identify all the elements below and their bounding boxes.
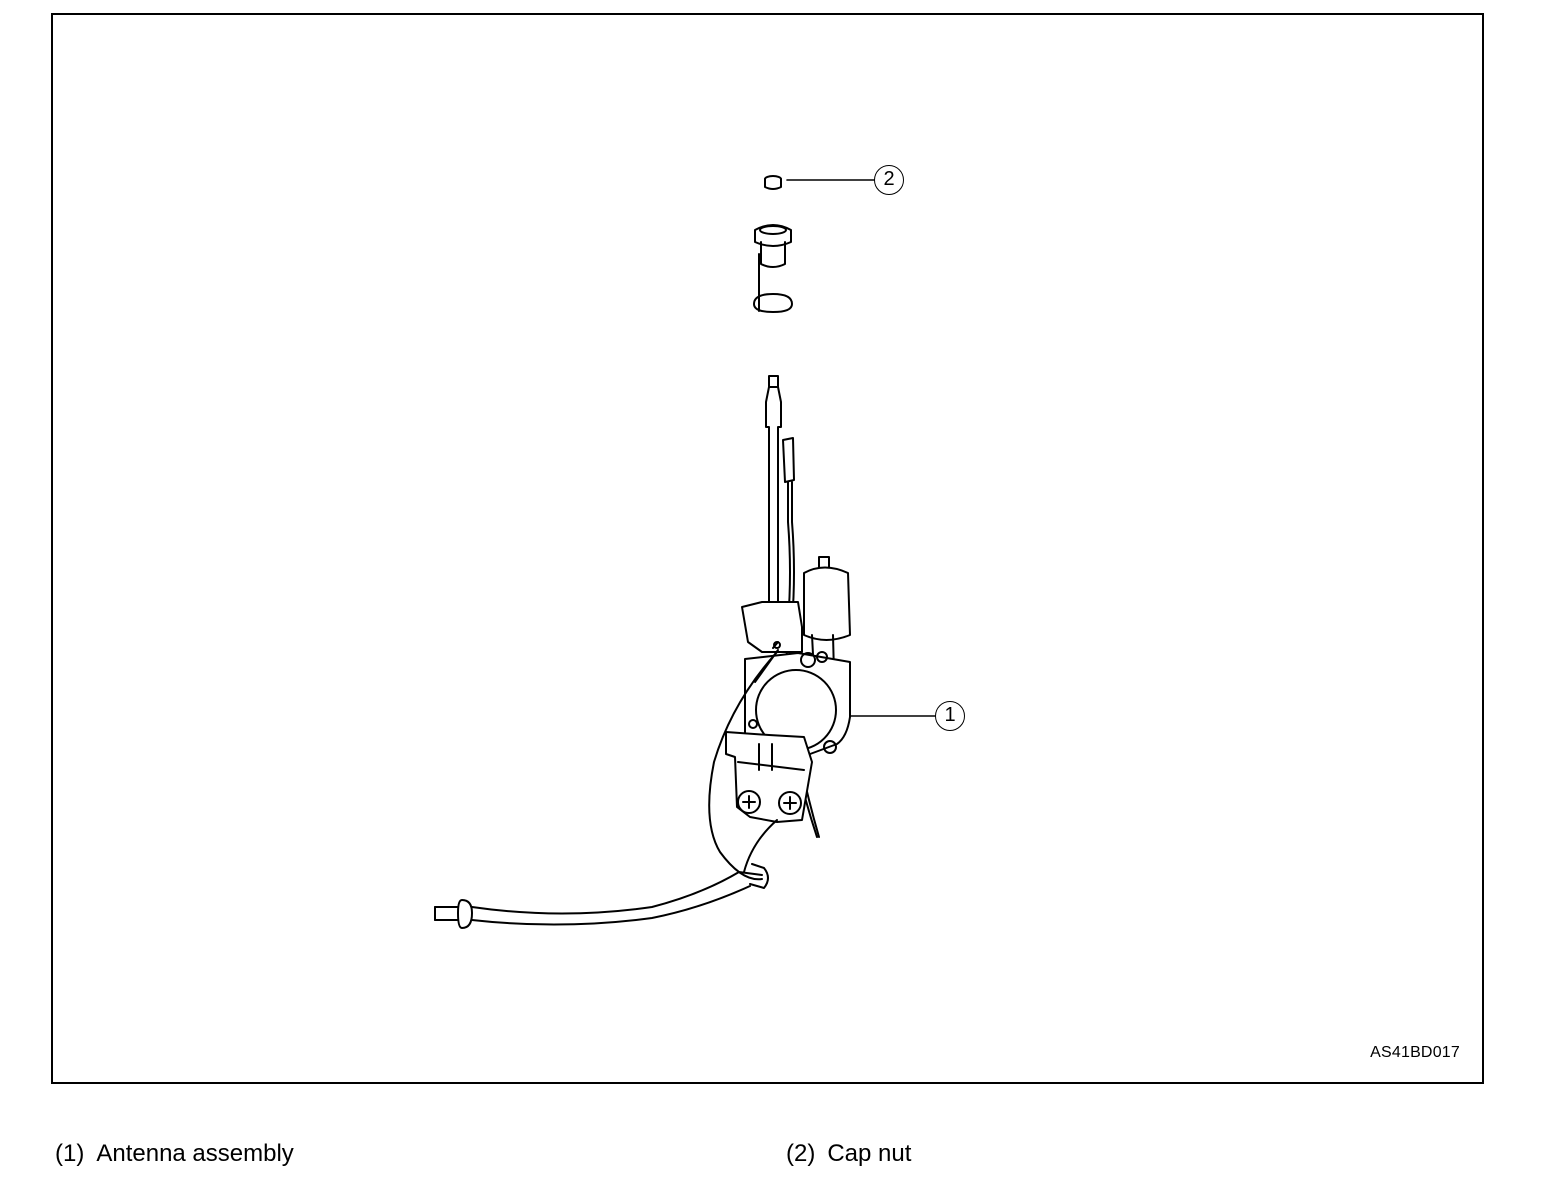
antenna-mast	[765, 375, 782, 603]
callout-1: 1	[935, 701, 965, 731]
legend-label: Cap nut	[827, 1140, 912, 1167]
figure-frame: 2 1 AS41BD017	[51, 13, 1484, 1084]
housing-part	[741, 601, 851, 758]
legend-number: (2)	[786, 1140, 816, 1167]
figure-code: AS41BD017	[1370, 1044, 1460, 1061]
guide-wire	[708, 651, 778, 881]
upper-bushing-part	[754, 224, 792, 268]
legend-item-2: (2) Cap nut	[786, 1140, 911, 1168]
antenna-exploded-view	[434, 175, 937, 929]
legend-number: (1)	[55, 1140, 85, 1167]
antenna-cable	[434, 863, 769, 929]
grommet-part	[753, 253, 793, 313]
legend-label: Antenna assembly	[96, 1140, 294, 1167]
cap-nut-part	[764, 175, 782, 190]
leader-lines	[786, 179, 937, 717]
bracket-part	[725, 731, 813, 823]
legend-item-1: (1) Antenna assembly	[55, 1140, 294, 1168]
callout-2: 2	[874, 165, 904, 195]
